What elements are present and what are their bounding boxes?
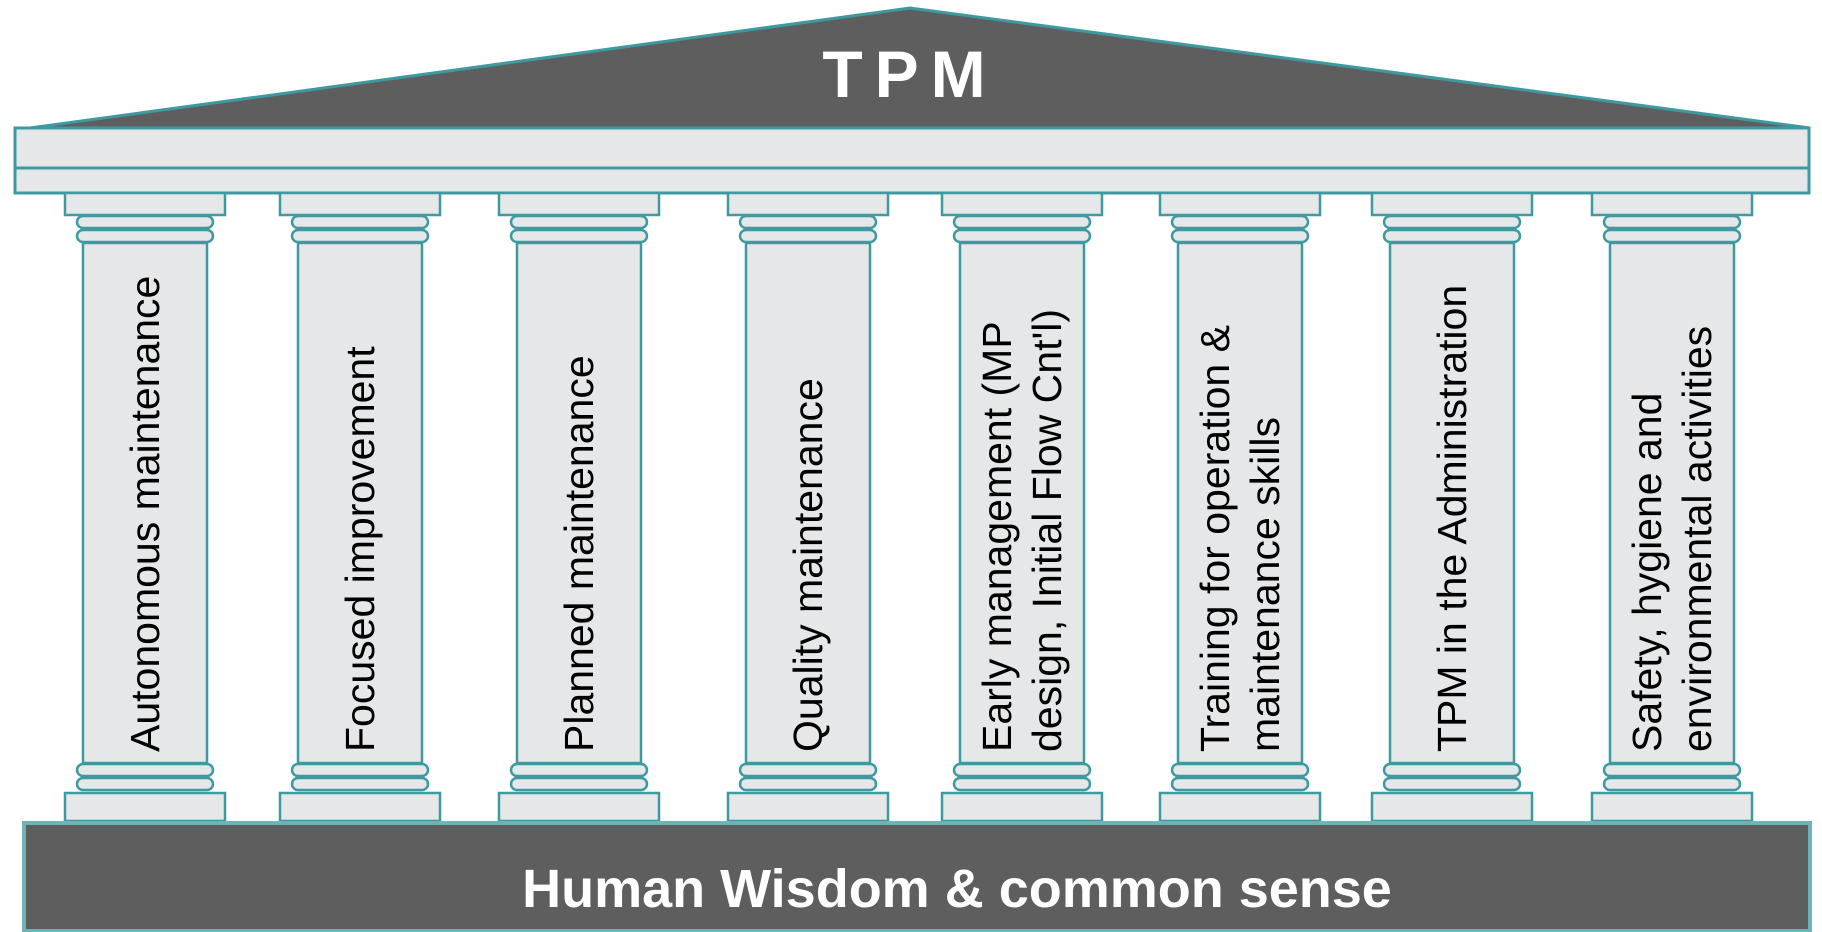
pillar-base-ring [952,762,1092,778]
pillars-group: Autonomous maintenance Focused improvemen… [63,191,1754,823]
pillar-label: Safety, hygiene andenvironmental activit… [1624,326,1720,752]
pillar-shaft [1176,241,1304,765]
pillar-capital-ring [1170,228,1310,244]
pillar-label: Planned maintenance [556,355,602,752]
pillar-label: Focused improvement [337,346,383,752]
pillar-capital-ring [1382,214,1522,230]
pillar-label-line: Quality maintenance [785,378,831,752]
pillar-plinth [726,791,890,823]
pillar-label: Quality maintenance [785,378,831,752]
pillar-capital-ring [952,228,1092,244]
pillar-capital [1370,191,1534,217]
entablature [13,126,1811,195]
pillar-base-ring [1602,776,1742,792]
pillar-3: Planned maintenance [497,191,661,823]
pillar-capital-ring [290,228,430,244]
pillar-shaft [81,241,209,765]
pillar-capital-ring [1170,214,1310,230]
pillar-base-ring [1602,762,1742,778]
pillar-label: Autonomous maintenance [122,276,168,752]
pillar-base-ring [75,776,215,792]
pillar-base-ring [738,762,878,778]
pillar-label: Training for operation &maintenance skil… [1192,325,1288,752]
pillar-capital [1158,191,1322,217]
pillar-capital [1590,191,1754,217]
pillar-capital-ring [75,228,215,244]
pillar-capital [278,191,442,217]
pillar-plinth [1158,791,1322,823]
pillar-6: Training for operation &maintenance skil… [1158,191,1322,823]
pillar-label-line: environmental activities [1674,326,1720,752]
pillar-label-line: design, Initial Flow Cnt'l) [1024,309,1070,752]
pillar-4: Quality maintenance [726,191,890,823]
pillar-capital [497,191,661,217]
pillar-7: TPM in the Administration [1370,191,1534,823]
pillar-plinth [278,791,442,823]
pillar-label-line: Focused improvement [337,346,383,752]
roof-title: TPM [822,37,997,111]
pillar-capital-ring [1382,228,1522,244]
pillar-plinth [940,791,1104,823]
pillar-base-ring [1382,762,1522,778]
pillar-capital-ring [1602,228,1742,244]
pillar-8: Safety, hygiene andenvironmental activit… [1590,191,1754,823]
pillar-base-ring [290,762,430,778]
pillar-5: Early management (MPdesign, Initial Flow… [940,191,1104,823]
pillar-label: TPM in the Administration [1429,285,1475,752]
pillar-capital-ring [75,214,215,230]
pillar-base-ring [1170,776,1310,792]
pillar-capital [726,191,890,217]
pillar-label: Early management (MPdesign, Initial Flow… [974,309,1070,752]
pillar-capital-ring [738,214,878,230]
pillar-base-ring [290,776,430,792]
pillar-plinth [1370,791,1534,823]
pillar-label-line: Planned maintenance [556,355,602,752]
pillar-capital-ring [1602,214,1742,230]
pillar-capital-ring [290,214,430,230]
pillar-label-line: TPM in the Administration [1429,285,1475,752]
pillar-capital-ring [738,228,878,244]
pillar-base-ring [1170,762,1310,778]
pillar-plinth [63,791,227,823]
pillar-plinth [497,791,661,823]
pillar-base-ring [509,762,649,778]
pillar-2: Focused improvement [278,191,442,823]
pillar-shaft [1608,241,1736,765]
pillar-base-ring [738,776,878,792]
pillar-plinth [1590,791,1754,823]
pillar-capital [63,191,227,217]
pillar-label-line: Early management (MP [974,321,1020,752]
pillar-capital-ring [952,214,1092,230]
pillar-shaft [1388,241,1516,765]
pillar-shaft [515,241,643,765]
pillar-label-line: Autonomous maintenance [122,276,168,752]
foundation-text: Human Wisdom & common sense [522,859,1392,919]
pillar-label-line: maintenance skills [1242,417,1288,752]
pillar-label-line: Safety, hygiene and [1624,393,1670,752]
pillar-capital-ring [509,228,649,244]
pillar-base-ring [75,762,215,778]
pillar-1: Autonomous maintenance [63,191,227,823]
pillar-base-ring [1382,776,1522,792]
pillar-shaft [296,241,424,765]
foundation [22,821,1812,932]
pillar-label-line: Training for operation & [1192,325,1238,752]
pillar-capital-ring [509,214,649,230]
pillar-capital [940,191,1104,217]
pillar-base-ring [509,776,649,792]
pillar-base-ring [952,776,1092,792]
